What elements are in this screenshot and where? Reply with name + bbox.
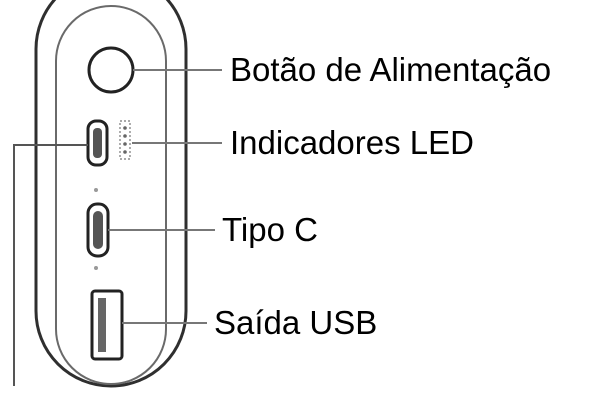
type-c-mark-top [94,188,98,192]
type-c-port-slot [93,211,103,249]
power-button-icon [87,46,135,94]
type-c-label: Tipo C [222,211,318,248]
usb-a-port-icon [90,289,124,361]
micro-usb-port-slot [93,128,102,158]
usb-output-label: Saída USB [214,304,377,341]
type-c-mark-bottom [94,266,98,270]
power-bank-face-panel [55,5,167,385]
power-button-label: Botão de Alimentação [230,51,551,88]
led-indicators-icon [119,120,131,160]
led-indicators-label: Indicadores LED [230,124,474,161]
micro-usb-bracket-line [13,144,88,386]
usb-a-port-tongue [98,298,106,352]
